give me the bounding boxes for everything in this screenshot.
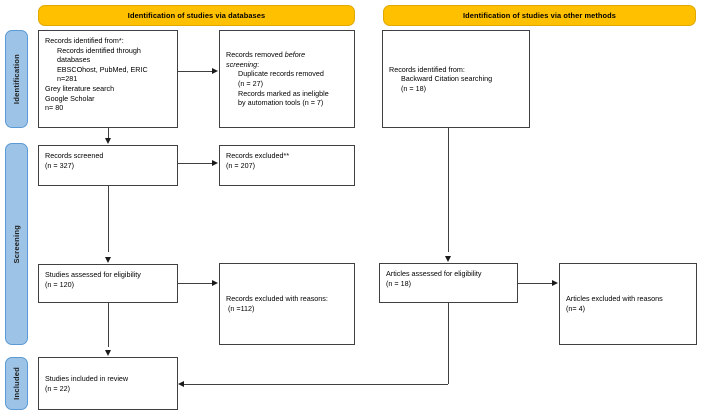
stage-label-screening: Screening <box>5 143 28 345</box>
stage-identification-text: Identification <box>12 53 21 105</box>
articles-excluded-reasons-line1: Articles excluded with reasons <box>566 294 663 304</box>
records-screened-line2: (n = 327) <box>45 160 74 170</box>
arrowhead-screened-to-assessed <box>104 257 111 263</box>
records-excluded-line2: (n = 207) <box>226 160 255 170</box>
other-identified-line3: (n = 18) <box>401 83 426 93</box>
connector-articles-to-included-horizontal <box>184 384 448 385</box>
studies-assessed-line2: (n = 120) <box>45 279 74 289</box>
records-removed-line5: Records marked as ineligble <box>238 88 329 98</box>
studies-included-line2: (n = 22) <box>45 383 70 393</box>
connector-screened-to-excluded <box>178 163 213 164</box>
box-other-identified: Records identified from: Backward Citati… <box>382 30 530 128</box>
box-articles-excluded-reasons: Articles excluded with reasons (n= 4) <box>559 263 697 345</box>
connector-screened-to-assessed <box>108 186 109 252</box>
arrowhead-identified-to-screened <box>104 138 111 144</box>
arrowhead-other-to-articles-assessed <box>444 256 451 262</box>
stage-label-included: Included <box>5 357 28 410</box>
connector-assessed-to-included <box>108 303 109 347</box>
records-removed-line2-italic: screening <box>226 59 258 69</box>
records-removed-line6: by automation tools (n = 7) <box>238 98 324 108</box>
arrowhead-identified-to-removed <box>212 67 218 74</box>
arrowhead-assessed-to-excluded-reasons <box>212 279 218 286</box>
records-screened-line1: Records screened <box>45 151 104 160</box>
stage-screening-text: Screening <box>12 224 21 264</box>
articles-excluded-reasons-line2: (n= 4) <box>566 304 585 313</box>
records-removed-line2-tail: : <box>257 59 260 69</box>
studies-assessed-line1: Studies assessed for eligibility <box>45 270 141 279</box>
box-studies-assessed: Studies assessed for eligibility (n = 12… <box>38 264 178 303</box>
records-identified-line2: Records identified through <box>57 45 141 55</box>
box-records-screened: Records screened (n = 327) <box>38 145 178 186</box>
records-excluded-line1: Records excluded** <box>226 151 290 160</box>
records-removed-line1: Records removed before <box>226 50 348 60</box>
header-other-methods: Identification of studies via other meth… <box>383 5 696 26</box>
connector-identified-to-removed <box>178 71 213 72</box>
articles-assessed-line2: (n = 18) <box>386 278 411 288</box>
stage-included-text: Included <box>12 367 21 400</box>
box-records-excluded-reasons: Records excluded with reasons: (n =112) <box>219 263 355 345</box>
arrowhead-assessed-to-included <box>104 350 111 356</box>
records-removed-line2: screening: <box>226 60 348 70</box>
records-identified-line3: databases <box>57 55 91 65</box>
header-other-methods-label: Identification of studies via other meth… <box>463 11 616 20</box>
records-identified-line7: Google Scholar <box>45 93 95 103</box>
header-databases: Identification of studies via databases <box>38 5 355 26</box>
records-removed-line3: Duplicate records removed <box>238 69 324 79</box>
box-records-removed: Records removed before screening: Duplic… <box>219 30 355 128</box>
arrowhead-screened-to-excluded <box>212 159 218 166</box>
box-studies-included: Studies included in review (n = 22) <box>38 357 178 410</box>
box-records-identified: Records identified from*: Records identi… <box>38 30 178 128</box>
records-removed-line1-text: Records removed <box>226 50 285 60</box>
articles-assessed-line1: Articles assessed for eligibility <box>386 269 482 278</box>
arrowhead-articles-to-included <box>178 380 184 387</box>
records-removed-line4: (n = 27) <box>238 79 263 88</box>
records-identified-line4: EBSCOhost, PubMed, ERIC <box>57 64 148 74</box>
records-identified-line1: Records identified from*: <box>45 36 124 45</box>
box-records-excluded: Records excluded** (n = 207) <box>219 145 355 186</box>
records-excluded-reasons-line2: (n =112) <box>226 304 255 313</box>
connector-articles-to-excluded <box>518 283 553 284</box>
records-removed-line1-italic: before <box>284 50 306 60</box>
stage-label-identification: Identification <box>5 30 28 128</box>
studies-included-line1: Studies included in review <box>45 373 129 383</box>
other-identified-line1: Records identified from: <box>389 64 465 74</box>
box-articles-assessed: Articles assessed for eligibility (n = 1… <box>379 263 518 303</box>
records-identified-line6: Grey literature search <box>45 83 115 93</box>
records-identified-line8: n= 80 <box>45 103 64 113</box>
records-identified-line5: n=281 <box>57 74 78 84</box>
connector-articles-to-included-vertical <box>448 303 449 384</box>
connector-assessed-to-excluded-reasons <box>178 283 213 284</box>
arrowhead-articles-to-excluded <box>552 279 558 286</box>
connector-other-to-articles-assessed <box>448 128 449 252</box>
records-excluded-reasons-line1: Records excluded with reasons: <box>226 294 328 304</box>
connector-identified-to-screened <box>108 128 109 139</box>
other-identified-line2: Backward Citation searching <box>401 74 493 84</box>
header-databases-label: Identification of studies via databases <box>127 11 266 20</box>
